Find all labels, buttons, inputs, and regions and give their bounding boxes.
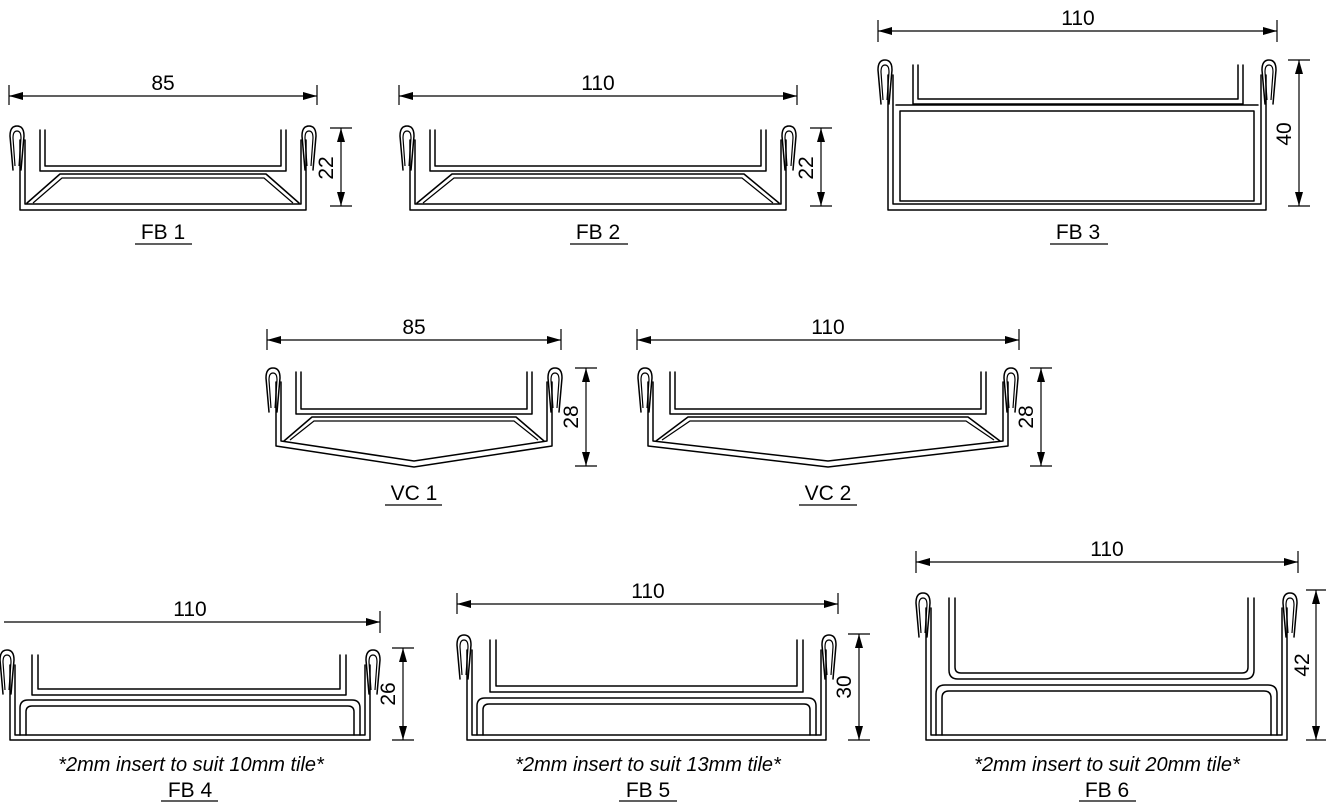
fb1-height-label: 22: [315, 156, 338, 179]
fb5-note: *2mm insert to suit 13mm tile*: [515, 754, 782, 776]
fb3-label: FB 3: [1056, 221, 1100, 244]
profile-vc1: 85 28 VC 1: [265, 316, 597, 506]
profile-vc2: 110 28 VC 2: [636, 316, 1052, 506]
fb5-label: FB 5: [626, 779, 670, 802]
profile-fb6: 110 42 *2mm insert to suit 20mm tile* FB…: [915, 538, 1326, 802]
fb2-width-label: 110: [581, 72, 614, 95]
fb6-width-label: 110: [1090, 538, 1123, 561]
fb6-label: FB 6: [1085, 779, 1129, 802]
profile-fb5: 110 30 *2mm insert to suit 13mm tile* FB…: [456, 580, 870, 802]
fb3-height-label: 40: [1273, 122, 1296, 145]
profile-fb1: 85 22 FB 1: [8, 72, 352, 245]
profile-fb2: 110 22 FB 2: [398, 72, 832, 245]
fb4-height-label: 26: [377, 682, 400, 705]
vc1-width-label: 85: [402, 316, 425, 339]
fb3-width-label: 110: [1061, 7, 1094, 30]
vc1-height-label: 28: [560, 405, 583, 428]
vc2-height-label: 28: [1015, 405, 1038, 428]
fb6-note: *2mm insert to suit 20mm tile*: [974, 754, 1241, 776]
vc2-width-label: 110: [811, 316, 844, 339]
fb1-label: FB 1: [141, 221, 185, 244]
fb1-width-label: 85: [151, 72, 174, 95]
vc2-label: VC 2: [805, 482, 852, 505]
fb5-width-label: 110: [631, 580, 664, 603]
vc1-label: VC 1: [391, 482, 438, 505]
fb4-label: FB 4: [168, 779, 213, 802]
fb4-note: *2mm insert to suit 10mm tile*: [58, 754, 325, 776]
fb2-height-label: 22: [795, 156, 818, 179]
fb2-label: FB 2: [576, 221, 620, 244]
fb6-height-label: 42: [1291, 653, 1314, 676]
profile-fb3: 110 40 FB 3: [877, 7, 1310, 245]
profile-fb4: 110 26 *2mm insert to suit 10mm tile* FB…: [0, 598, 414, 802]
fb4-width-label: 110: [173, 598, 206, 621]
fb5-height-label: 30: [833, 675, 856, 698]
